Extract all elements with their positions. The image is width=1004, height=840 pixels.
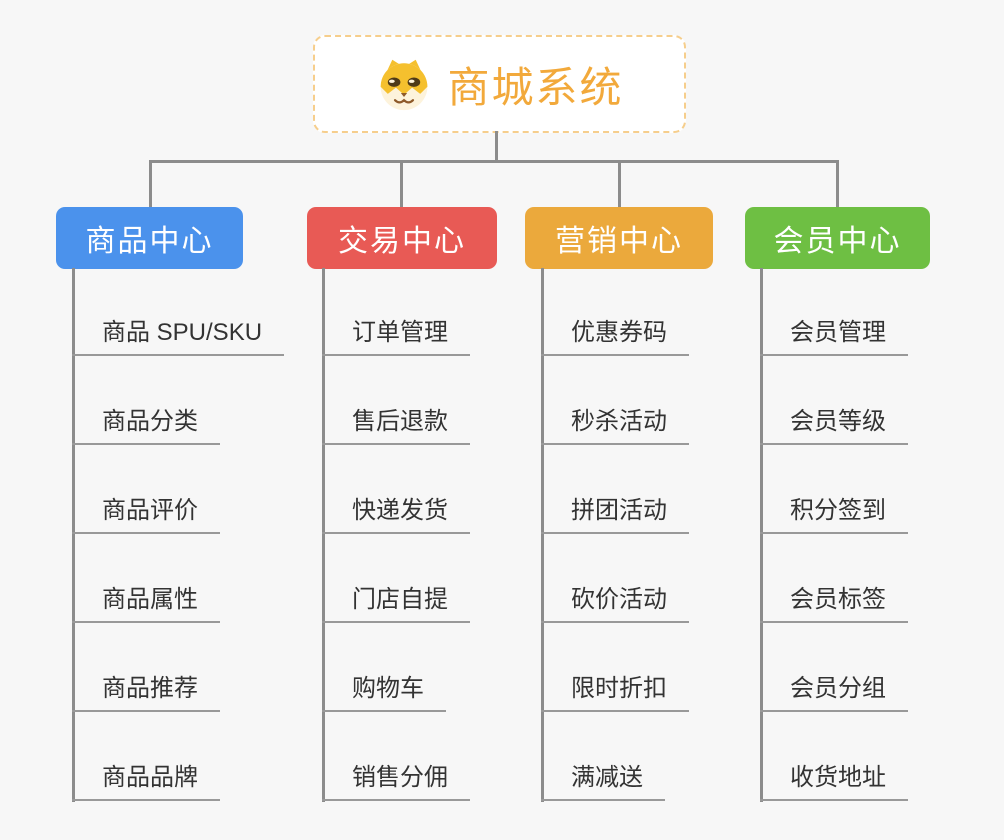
- connector-column-line: [760, 268, 763, 802]
- leaf-node[interactable]: 商品推荐: [72, 672, 220, 712]
- leaf-node[interactable]: 购物车: [322, 672, 446, 712]
- branch-node-member-center[interactable]: 会员中心: [745, 207, 930, 269]
- leaf-node[interactable]: 会员等级: [760, 405, 908, 445]
- connector-main-horizontal: [149, 160, 839, 163]
- dog-face-icon: [381, 59, 428, 111]
- leaf-node[interactable]: 会员分组: [760, 672, 908, 712]
- leaf-node[interactable]: 优惠券码: [541, 316, 689, 356]
- connector-column-line: [72, 268, 75, 802]
- leaf-node[interactable]: 商品分类: [72, 405, 220, 445]
- branch-node-marketing-center[interactable]: 营销中心: [525, 207, 713, 269]
- leaf-node[interactable]: 收货地址: [760, 761, 908, 801]
- branch-label: 会员中心: [773, 225, 902, 258]
- connector-column-line: [541, 268, 544, 802]
- root-title: 商城系统: [447, 63, 624, 111]
- leaf-node[interactable]: 快递发货: [322, 494, 470, 534]
- leaf-node[interactable]: 满减送: [541, 761, 665, 801]
- leaf-node[interactable]: 门店自提: [322, 583, 470, 623]
- leaf-node[interactable]: 砍价活动: [541, 583, 689, 623]
- leaf-node[interactable]: 积分签到: [760, 494, 908, 534]
- connector-root-vertical: [495, 131, 498, 161]
- leaf-node[interactable]: 会员管理: [760, 316, 908, 356]
- branch-node-trade-center[interactable]: 交易中心: [307, 207, 497, 269]
- leaf-node[interactable]: 拼团活动: [541, 494, 689, 534]
- leaf-node[interactable]: 会员标签: [760, 583, 908, 623]
- leaf-node[interactable]: 销售分佣: [322, 761, 470, 801]
- connector-branch-stub: [618, 160, 621, 208]
- root-node[interactable]: 商城系统: [313, 35, 686, 133]
- connector-branch-stub: [149, 160, 152, 208]
- branch-node-product-center[interactable]: 商品中心: [56, 207, 243, 269]
- branch-label: 商品中心: [85, 225, 214, 258]
- connector-branch-stub: [400, 160, 403, 208]
- branch-label: 营销中心: [555, 225, 683, 258]
- branch-label: 交易中心: [338, 225, 466, 258]
- connector-branch-stub: [836, 160, 839, 208]
- leaf-node[interactable]: 秒杀活动: [541, 405, 689, 445]
- leaf-node[interactable]: 商品品牌: [72, 761, 220, 801]
- leaf-node[interactable]: 商品 SPU/SKU: [72, 316, 285, 356]
- connector-column-line: [322, 268, 325, 802]
- leaf-node[interactable]: 商品评价: [72, 494, 220, 534]
- leaf-node[interactable]: 限时折扣: [541, 672, 689, 712]
- leaf-node[interactable]: 商品属性: [72, 583, 220, 623]
- leaf-node[interactable]: 订单管理: [322, 316, 470, 356]
- leaf-node[interactable]: 售后退款: [322, 405, 470, 445]
